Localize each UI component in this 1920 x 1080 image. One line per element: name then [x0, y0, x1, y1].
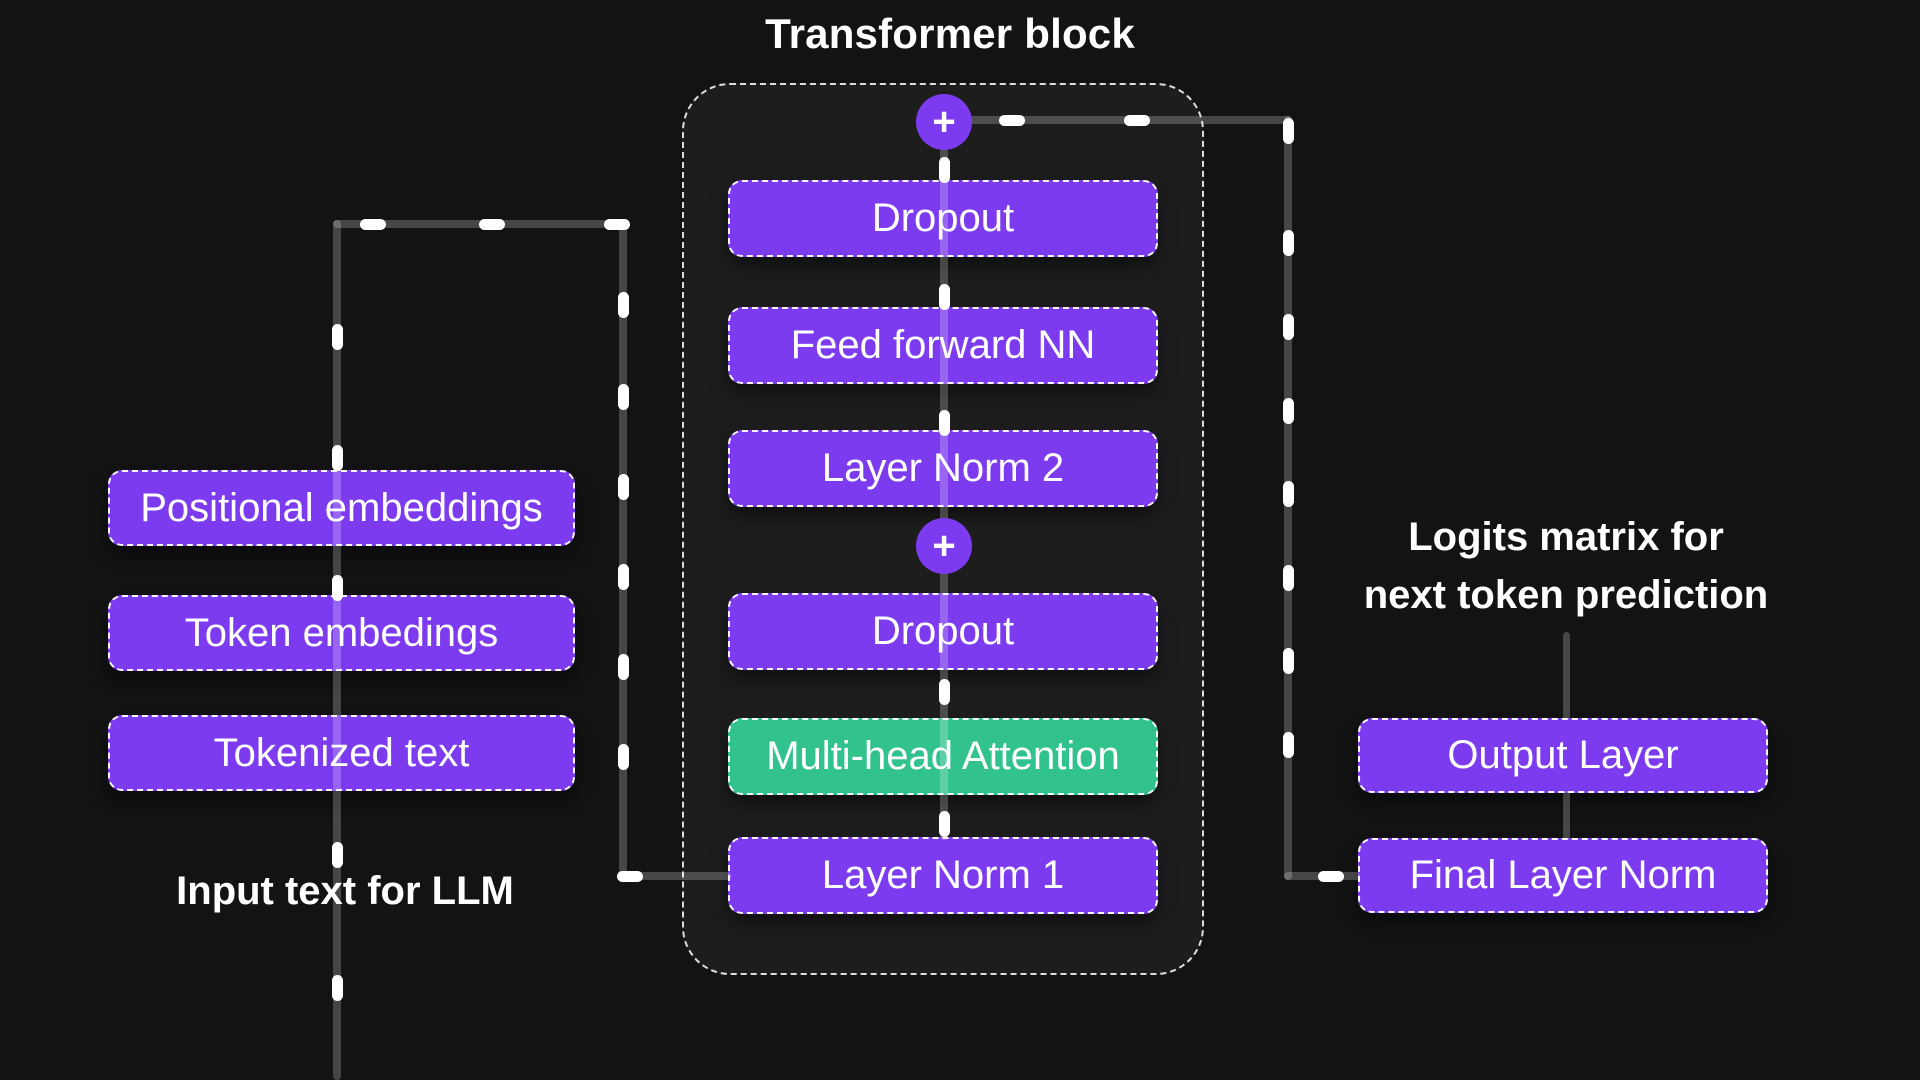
flow-dash: [618, 654, 629, 680]
flow-dash: [939, 811, 950, 837]
node-layer-norm-1[interactable]: Layer Norm 1: [728, 837, 1158, 914]
flow-dash: [939, 157, 950, 183]
flow-dash: [939, 679, 950, 705]
flow-dash: [332, 842, 343, 868]
plus-icon: +: [932, 99, 956, 144]
flow-dash: [617, 871, 643, 882]
node-multi-head-attention[interactable]: Multi-head Attention: [728, 718, 1158, 795]
node-label: Layer Norm 1: [821, 853, 1065, 897]
flow-dash: [332, 324, 343, 350]
node-label: Final Layer Norm: [1409, 853, 1717, 897]
node-feed-forward-nn[interactable]: Feed forward NN: [728, 307, 1158, 384]
flow-dash: [1283, 398, 1294, 424]
node-tokenized-text[interactable]: Tokenized text: [108, 715, 575, 791]
flow-dash: [939, 284, 950, 310]
flow-dash: [618, 384, 629, 410]
caption-line-2: next token prediction: [1363, 573, 1769, 617]
node-label: Multi-head Attention: [766, 734, 1120, 778]
node-label: Token embedings: [184, 610, 499, 655]
node-token-embedings[interactable]: Token embedings: [108, 595, 575, 671]
flow-dash: [1283, 732, 1294, 758]
flow-dash: [332, 975, 343, 1001]
node-positional-embeddings[interactable]: Positional embeddings: [108, 470, 575, 546]
node-label: Positional embeddings: [140, 485, 543, 530]
flow-dash: [618, 564, 629, 590]
flow-dash: [360, 219, 386, 230]
node-label: Output Layer: [1447, 733, 1679, 777]
node-final-layer-norm[interactable]: Final Layer Norm: [1358, 838, 1768, 913]
logits-caption: Logits matrix for next token prediction: [1316, 508, 1816, 624]
connector-line: [619, 872, 731, 880]
flow-dash: [1283, 648, 1294, 674]
flow-dash: [618, 292, 629, 318]
residual-add-circle-mid[interactable]: +: [916, 518, 972, 574]
flow-dash: [1318, 871, 1344, 882]
diagram-title: Transformer block: [765, 10, 1135, 57]
flow-dash: [479, 219, 505, 230]
connector-line: [940, 148, 948, 840]
node-label: Feed forward NN: [790, 323, 1096, 367]
connector-line: [1563, 632, 1570, 720]
flow-dash: [939, 410, 950, 436]
flow-dash: [332, 445, 343, 471]
connector-line: [619, 220, 627, 880]
flow-dash: [999, 115, 1025, 126]
flow-dash: [1283, 118, 1294, 144]
flow-dash: [604, 219, 630, 230]
connector-line: [1563, 791, 1570, 840]
plus-icon: +: [932, 523, 956, 568]
flow-dash: [1283, 230, 1294, 256]
input-caption: Input text for LLM: [95, 862, 595, 920]
flow-dash: [618, 474, 629, 500]
flow-dash: [1283, 314, 1294, 340]
flow-dash: [332, 575, 343, 601]
node-label: Dropout: [871, 196, 1015, 240]
node-dropout-top[interactable]: Dropout: [728, 180, 1158, 257]
node-label: Tokenized text: [213, 730, 470, 775]
node-label: Layer Norm 2: [821, 446, 1065, 490]
connector-line: [333, 220, 341, 1080]
caption-text: Input text for LLM: [176, 869, 514, 913]
flow-dash: [1283, 481, 1294, 507]
flow-dash: [618, 744, 629, 770]
flow-dash: [1283, 565, 1294, 591]
node-dropout-bottom[interactable]: Dropout: [728, 593, 1158, 670]
flow-dash: [1124, 115, 1150, 126]
caption-line-1: Logits matrix for: [1408, 515, 1724, 559]
residual-add-circle-top[interactable]: +: [916, 94, 972, 150]
node-output-layer[interactable]: Output Layer: [1358, 718, 1768, 793]
node-label: Dropout: [871, 609, 1015, 653]
